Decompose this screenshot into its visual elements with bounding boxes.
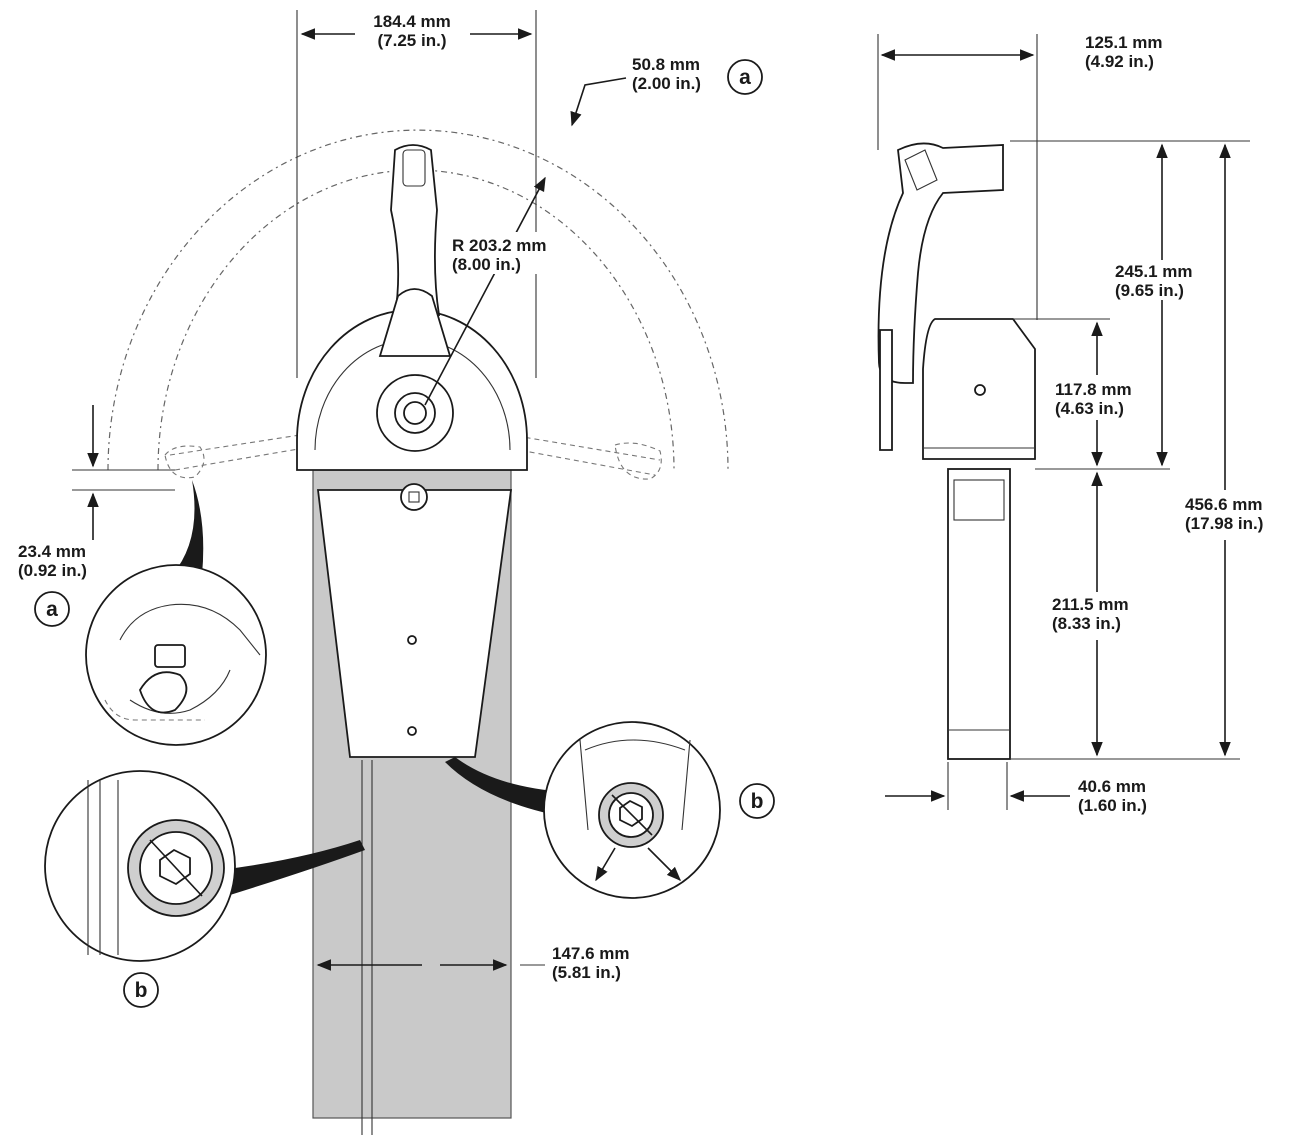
dim-width-front-in: (7.25 in.) (378, 31, 447, 50)
dim-width-front-mm: 184.4 mm (373, 12, 451, 31)
side-handle (877, 142, 1004, 384)
callout-b-left (123, 972, 159, 1008)
dim-side-depth-in: (4.92 in.) (1085, 52, 1154, 71)
front-view: 184.4 mm (7.25 in.) 50.8 mm (2.00 in.) a… (18, 10, 775, 1135)
callout-b-right-label: b (751, 790, 764, 813)
callout-b-left-label: b (135, 979, 148, 1002)
control-lever (390, 144, 441, 316)
callout-b-right (739, 783, 775, 819)
dim-panel-width-mm: 147.6 mm (552, 944, 630, 963)
dim-overall-height-in: (17.98 in.) (1185, 514, 1263, 533)
callout-a-top-label: a (739, 66, 751, 89)
inner-travel-arc (157, 169, 675, 471)
dim-offset-mm: 23.4 mm (18, 542, 86, 561)
callout-a-left (34, 591, 70, 627)
dim-radius-in: (8.00 in.) (452, 255, 521, 274)
dim-offset-in: (0.92 in.) (18, 561, 87, 580)
dim-housing-height-in: (4.63 in.) (1055, 399, 1124, 418)
dim-body-height-mm: 211.5 mm (1052, 595, 1129, 614)
callout-a-left-label: a (46, 598, 58, 621)
dim-panel-width-in: (5.81 in.) (552, 963, 621, 982)
dim-overall-height-mm: 456.6 mm (1185, 495, 1263, 514)
dim-body-width-in: (1.60 in.) (1078, 796, 1147, 815)
dim-handle-height-in: (9.65 in.) (1115, 281, 1184, 300)
side-view: 125.1 mm (4.92 in.) 245.1 mm (9.65 in.) … (877, 33, 1263, 815)
dim-handle-height-mm: 245.1 mm (1115, 262, 1193, 281)
dim-radius-mm: R 203.2 mm (452, 236, 547, 255)
dim-housing-height-mm: 117.8 mm (1055, 380, 1132, 399)
dim-travel-in: (2.00 in.) (632, 74, 701, 93)
dim-travel-mm: 50.8 mm (632, 55, 700, 74)
dim-body-height-in: (8.33 in.) (1052, 614, 1121, 633)
side-body (947, 468, 1011, 760)
callout-a-top (727, 59, 763, 95)
control-body (316, 489, 513, 758)
dim-body-width-mm: 40.6 mm (1078, 777, 1146, 796)
dim-side-depth-mm: 125.1 mm (1085, 33, 1163, 52)
